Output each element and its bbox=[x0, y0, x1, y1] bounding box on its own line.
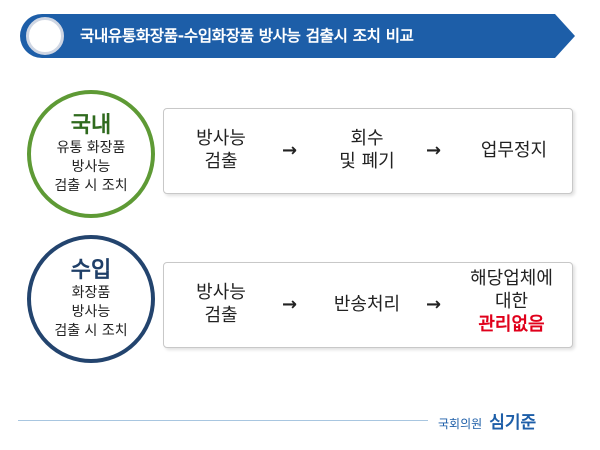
step-recall: 회수 및 폐기 bbox=[327, 127, 407, 173]
step-suspension: 업무정지 bbox=[469, 139, 559, 162]
footer-role: 국회의원 bbox=[438, 417, 483, 431]
step-line: 방사능 bbox=[196, 282, 246, 303]
import-circle-line: 화장품 bbox=[71, 284, 111, 301]
arrow-icon: → bbox=[426, 294, 442, 315]
domestic-circle-line: 방사능 bbox=[71, 158, 111, 175]
step-line: 해당업체에 bbox=[470, 268, 553, 289]
domestic-process-box: 방사능 검출 → 회수 및 폐기 → 업무정지 bbox=[163, 108, 573, 194]
footer-signature: 국회의원 심기준 bbox=[438, 408, 536, 433]
arrow-icon: → bbox=[282, 294, 298, 315]
step-no-management: 해당업체에 대한 관리없음 bbox=[459, 267, 564, 336]
highlight-text: 관리없음 bbox=[478, 314, 545, 335]
step-line: 업무정지 bbox=[480, 140, 548, 161]
step-line: 반송처리 bbox=[333, 294, 401, 315]
import-circle-line: 검출 시 조치 bbox=[54, 322, 128, 339]
import-circle-line: 방사능 bbox=[71, 303, 111, 320]
step-return: 반송처리 bbox=[322, 293, 412, 316]
domestic-circle: 국내 유통 화장품 방사능 검출 시 조치 bbox=[27, 90, 155, 218]
arrow-icon: → bbox=[426, 140, 442, 161]
footer-name: 심기준 bbox=[489, 413, 537, 433]
step-line: 및 폐기 bbox=[339, 151, 395, 172]
banner-circle-icon bbox=[26, 17, 64, 55]
domestic-circle-line: 검출 시 조치 bbox=[54, 177, 128, 194]
step-line: 대한 bbox=[494, 291, 529, 312]
header-banner: 국내유통화장품-수입화장품 방사능 검출시 조치 비교 bbox=[20, 14, 575, 58]
step-line: 방사능 bbox=[196, 128, 246, 149]
page-title: 국내유통화장품-수입화장품 방사능 검출시 조치 비교 bbox=[80, 27, 414, 45]
step-detection: 방사능 검출 bbox=[186, 281, 256, 327]
arrow-icon: → bbox=[282, 140, 298, 161]
step-line: 검출 bbox=[204, 305, 238, 326]
step-line: 회수 bbox=[350, 128, 384, 149]
footer-divider bbox=[18, 420, 428, 421]
import-circle: 수입 화장품 방사능 검출 시 조치 bbox=[27, 235, 155, 363]
domestic-circle-line: 유통 화장품 bbox=[56, 139, 126, 156]
step-line: 검출 bbox=[204, 151, 238, 172]
domestic-circle-title: 국내 bbox=[70, 112, 112, 138]
step-detection: 방사능 검출 bbox=[186, 127, 256, 173]
import-circle-title: 수입 bbox=[70, 257, 112, 283]
import-process-box: 방사능 검출 → 반송처리 → 해당업체에 대한 관리없음 bbox=[163, 262, 573, 348]
